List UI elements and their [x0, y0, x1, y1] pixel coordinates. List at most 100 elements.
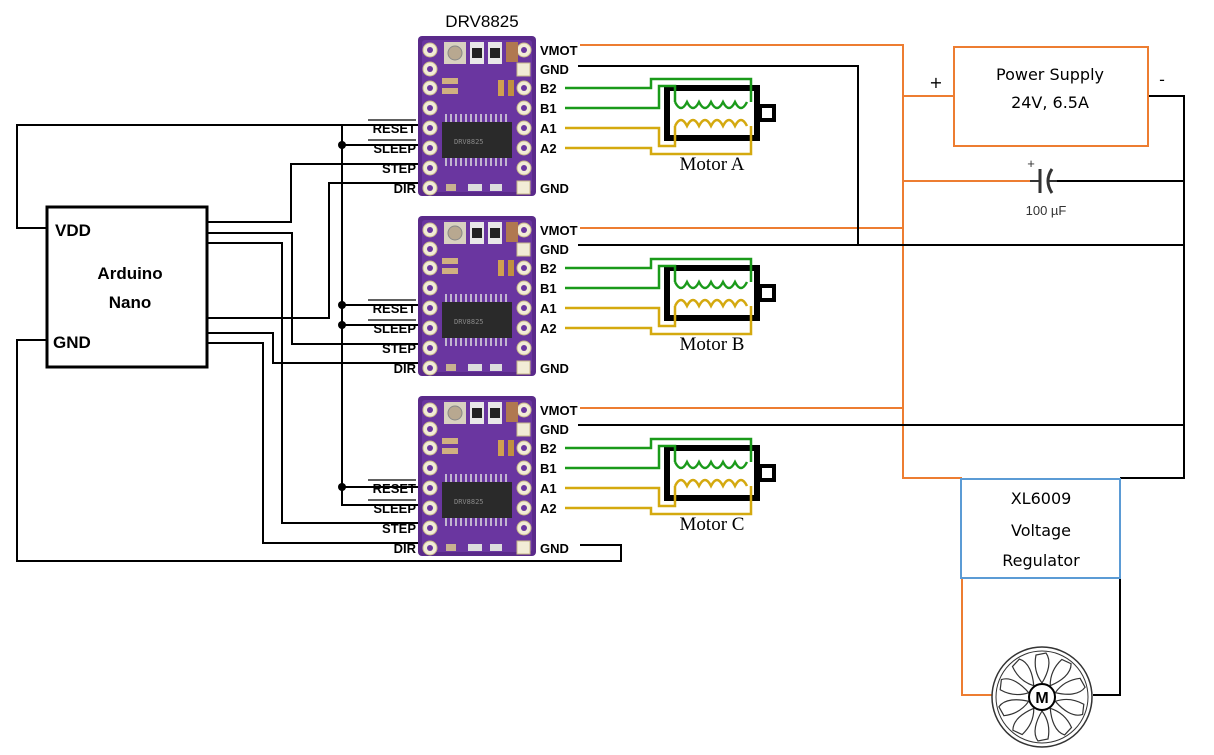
motor-a: Motor A — [667, 88, 774, 175]
pin-label-reset: RESET — [373, 301, 416, 316]
wire-b2 — [565, 437, 753, 462]
wire-a2 — [565, 126, 753, 156]
wire-b1 — [565, 84, 677, 110]
wire-a1 — [565, 486, 677, 508]
fan-inner-ring — [995, 650, 1089, 744]
driver-c — [417, 395, 537, 557]
power-supply-rating: 24V, 6.5A — [1011, 93, 1089, 112]
pin-label-b2: B2 — [540, 441, 557, 456]
driver-title: DRV8825 — [445, 12, 518, 31]
junction-dot — [338, 301, 346, 309]
junction-dot — [338, 483, 346, 491]
driver-a — [417, 35, 537, 197]
pin-label-a2: A2 — [540, 501, 557, 516]
wire-b1 — [565, 444, 677, 470]
stepper-motors: Motor A Motor B Motor C — [565, 77, 774, 535]
power-supply-minus: - — [1159, 70, 1165, 89]
coil-b — [673, 459, 749, 470]
pin-label-vmot: VMOT — [540, 223, 578, 238]
logic-wires — [16, 124, 622, 562]
junction-dot — [338, 141, 346, 149]
fan-blade — [1034, 709, 1050, 742]
pin-label-reset: RESET — [373, 481, 416, 496]
motor-c: Motor C — [667, 448, 774, 535]
arduino-name-line2: Nano — [109, 293, 152, 312]
regulator-line3: Regulator — [1002, 551, 1080, 570]
pin-label-sleep: SLEEP — [373, 321, 416, 336]
motor-label: Motor C — [680, 514, 745, 535]
wire-a2 — [565, 486, 753, 516]
pin-label-b1: B1 — [540, 461, 557, 476]
pin-label-a1: A1 — [540, 121, 557, 136]
wire-b1 — [565, 264, 677, 290]
motor-body — [667, 268, 774, 318]
capacitor: + 100 µF — [1026, 156, 1067, 218]
wire-a1 — [565, 126, 677, 148]
junction-dot — [338, 321, 346, 329]
pin-label-b2: B2 — [540, 81, 557, 96]
fan-blade — [1054, 677, 1086, 695]
capacitor-value: 100 µF — [1026, 203, 1067, 218]
power-supply: Power Supply 24V, 6.5A + - — [929, 46, 1165, 147]
motor-label: Motor B — [680, 334, 745, 355]
fan-blade — [1054, 698, 1085, 716]
pin-label-step: STEP — [382, 161, 416, 176]
arduino-box — [45, 205, 209, 369]
arduino-name-line1: Arduino — [97, 264, 162, 283]
pin-label-a2: A2 — [540, 321, 557, 336]
pin-label-sleep: SLEEP — [373, 501, 416, 516]
arduino-nano: VDD Arduino Nano GND — [45, 205, 209, 369]
fan-blades — [998, 652, 1086, 742]
wire-a2 — [565, 306, 753, 336]
driver-b — [417, 215, 537, 377]
pin-label-gnd: GND — [540, 62, 569, 77]
fan-hub — [1028, 683, 1056, 711]
wire-b2 — [565, 77, 753, 102]
pin-label-b1: B1 — [540, 101, 557, 116]
pin-label-gnd: GND — [540, 242, 569, 257]
power-supply-name: Power Supply — [996, 65, 1104, 84]
fan-blade — [998, 699, 1030, 717]
pin-label-reset: RESET — [373, 121, 416, 136]
fan-blade — [1049, 658, 1072, 687]
fan-blade — [1034, 652, 1050, 685]
fan-blade — [1011, 658, 1035, 687]
pin-label-gnd: GND — [540, 422, 569, 437]
pin-label-a1: A1 — [540, 301, 557, 316]
wire-a1 — [565, 306, 677, 328]
pin-label-dir: DIR — [394, 361, 417, 376]
voltage-regulator: XL6009 Voltage Regulator — [960, 478, 1121, 579]
wire-b2 — [565, 257, 753, 282]
pin-label-b1: B1 — [540, 281, 557, 296]
pin-label-sleep: SLEEP — [373, 141, 416, 156]
capacitor-polarity: + — [1027, 156, 1035, 171]
pin-label-step: STEP — [382, 521, 416, 536]
pin-label-vmot: VMOT — [540, 403, 578, 418]
pin-label-a1: A1 — [540, 481, 557, 496]
fan-blade — [1012, 707, 1035, 736]
fan-motor-symbol: M — [1035, 690, 1048, 707]
motor-label: Motor A — [680, 154, 745, 175]
pin-label-a2: A2 — [540, 141, 557, 156]
power-wires — [578, 44, 1185, 696]
arduino-vdd-label: VDD — [55, 221, 91, 240]
motor-body — [667, 88, 774, 138]
regulator-line2: Voltage — [1011, 521, 1071, 540]
power-supply-box — [953, 46, 1149, 147]
regulator-model: XL6009 — [1011, 489, 1072, 508]
driver-pin-labels: RESETSLEEPSTEPDIRVMOTGNDB2B1A1A2GNDRESET… — [368, 43, 578, 556]
motor-body — [667, 448, 774, 498]
coil-b — [673, 99, 749, 110]
pin-label-gnd: GND — [540, 361, 569, 376]
fan-motor: M — [991, 646, 1093, 748]
coil-b — [673, 279, 749, 290]
regulator-box — [960, 478, 1121, 579]
pin-label-b2: B2 — [540, 261, 557, 276]
pin-label-step: STEP — [382, 341, 416, 356]
pin-label-vmot: VMOT — [540, 43, 578, 58]
coil-a — [673, 478, 749, 489]
fan-blade — [1049, 707, 1073, 736]
fan-blade — [999, 678, 1030, 696]
pin-label-dir: DIR — [394, 541, 417, 556]
